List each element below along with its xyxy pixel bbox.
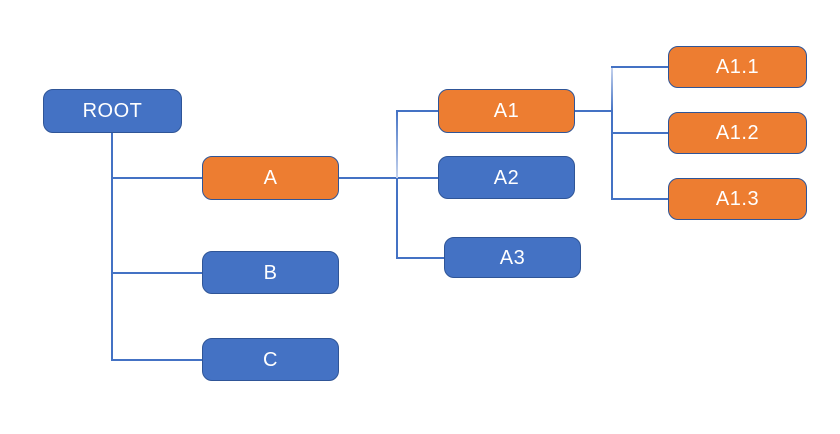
- connector-to-a13: [611, 198, 668, 200]
- node-b: B: [202, 251, 339, 294]
- connector-root-trunk: [111, 133, 113, 360]
- connector-to-a12: [611, 132, 668, 134]
- node-c: C: [202, 338, 339, 381]
- connector-a1-trunk-upper: [611, 67, 613, 111]
- connector-to-a3: [396, 257, 444, 259]
- connector-root-to-a: [111, 177, 202, 179]
- connector-a-trunk-lower: [396, 178, 398, 258]
- node-a1-2: A1.2: [668, 112, 807, 154]
- node-root: ROOT: [43, 89, 182, 133]
- connector-a1-out: [575, 110, 612, 112]
- connector-a1-trunk-lower: [611, 111, 613, 199]
- node-a1: A1: [438, 89, 575, 133]
- node-a1-3: A1.3: [668, 178, 807, 220]
- node-a1-1: A1.1: [668, 46, 807, 88]
- node-a3: A3: [444, 237, 581, 278]
- connector-to-a11: [611, 66, 668, 68]
- connector-a-to-a2: [339, 177, 438, 179]
- node-a: A: [202, 156, 339, 200]
- node-a2: A2: [438, 156, 575, 199]
- connector-a-trunk-upper: [396, 111, 398, 178]
- connector-to-a1: [396, 110, 438, 112]
- connector-root-to-c: [111, 359, 202, 361]
- connector-root-to-b: [111, 272, 202, 274]
